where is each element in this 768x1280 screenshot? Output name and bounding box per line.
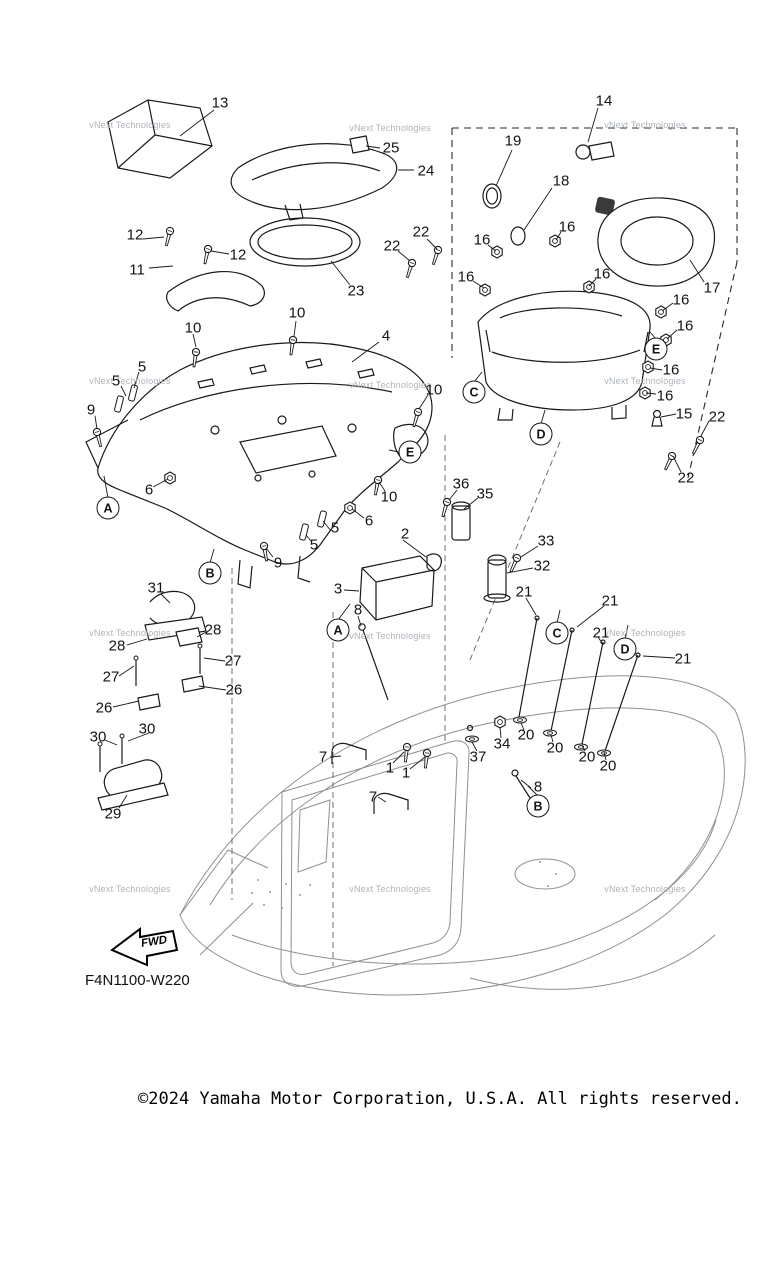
fwd-arrow-icon xyxy=(110,927,179,967)
hull-speckles xyxy=(251,861,557,909)
part-code: F4N1100-W220 xyxy=(85,972,190,989)
subassembly-boundary xyxy=(451,127,738,479)
copyright-line: ©2024 Yamaha Motor Corporation, U.S.A. A… xyxy=(138,1089,742,1109)
projection-lines xyxy=(231,435,561,966)
parts-linework xyxy=(85,99,716,814)
hull-outline xyxy=(179,675,746,996)
leader-lines xyxy=(94,107,710,809)
